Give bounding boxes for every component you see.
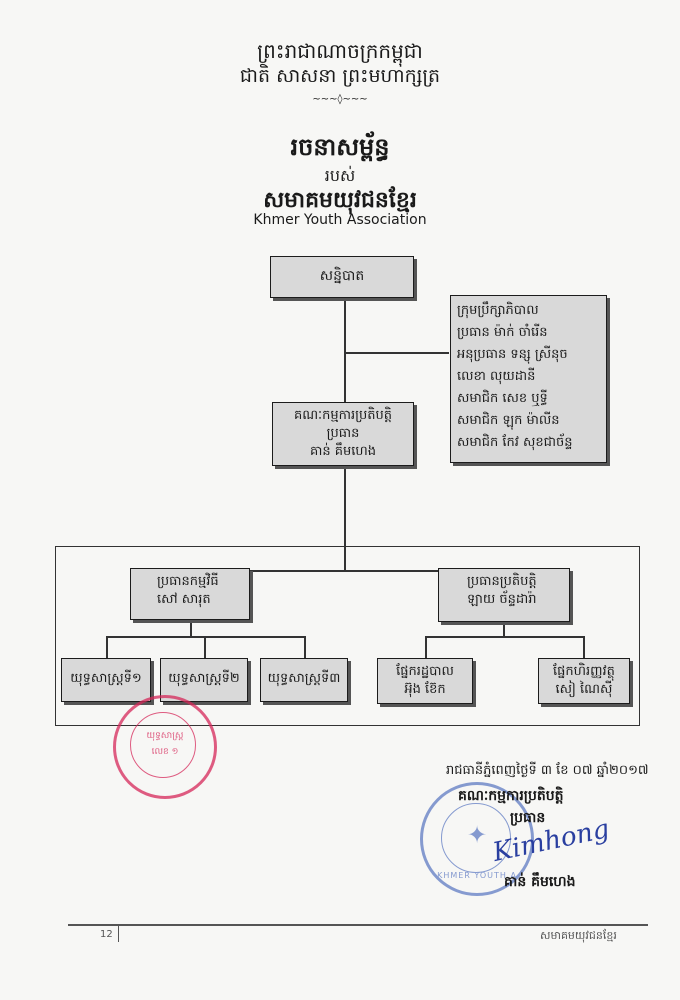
connector — [106, 636, 108, 658]
executive-committee-box: គណៈកម្មការប្រតិបត្តិ ប្រធាន គាន់ គឹមហេង — [272, 402, 414, 466]
signing-office: គណៈកម្មការប្រតិបត្តិ — [458, 788, 564, 804]
board-member: សមាជិក ឡុក ម៉ាលីន — [457, 413, 560, 428]
connector — [304, 636, 306, 658]
board-member: សមាជិក សេខ ឬទ្ធី — [457, 391, 548, 406]
connector — [344, 298, 346, 402]
operations-title: ប្រធានប្រតិបត្តិ — [467, 574, 537, 589]
red-stamp-text: យុទ្ធសាស្ត្រ — [146, 731, 184, 741]
kingdom-heading: ព្រះរាជាណាចក្រកម្ពុជា — [257, 39, 423, 63]
ornament-divider: ~~~◊~~~ — [312, 94, 368, 105]
document-title: រចនាសម្ព័ន្ធ — [290, 132, 390, 161]
connector — [344, 466, 346, 570]
footer-divider — [118, 926, 119, 942]
connector — [425, 636, 584, 638]
board-member: សមាជិក កែវ សុខជាច័ន្ទ — [457, 435, 573, 450]
connector — [250, 570, 438, 572]
program-name: សៅ សារុត — [157, 592, 211, 607]
operations-name: ឡាយ ច័ន្ទដារ៉ា — [467, 592, 537, 607]
connector — [190, 620, 192, 636]
red-stamp-number: លេខ ១ — [151, 747, 179, 757]
board-member: អនុប្រធាន ទន្សុ ស្រីនុច — [457, 347, 568, 362]
connector — [583, 636, 585, 658]
departments-frame — [55, 546, 640, 726]
footer-rule — [68, 924, 648, 926]
connector — [204, 636, 206, 658]
connector — [425, 636, 427, 658]
board-box: ក្រុមប្រឹក្សាភិបាល ប្រធាន ម៉ាក់ ចាំរើន អ… — [450, 295, 607, 463]
strategy-2-box: យុទ្ធសាស្ត្រទី២ — [160, 658, 248, 702]
strategy-label: យុទ្ធសាស្ត្រទី៣ — [267, 671, 341, 686]
blue-stamp: KHMER YOUTH A ✦ — [420, 782, 534, 896]
emblem-icon: ✦ — [466, 821, 488, 849]
motto-heading: ជាតិ សាសនា ព្រះមហាក្សត្រ — [239, 65, 441, 87]
admin-title: ផ្នែករដ្ឋបាល — [396, 664, 454, 679]
operations-director-box: ប្រធានប្រតិបត្តិ ឡាយ ច័ន្ទដារ៉ា — [438, 568, 570, 622]
red-stamp: យុទ្ធសាស្ត្រ លេខ ១ — [113, 695, 217, 799]
blue-stamp-text: KHMER YOUTH A — [437, 871, 517, 880]
organization-name: សមាគមយុវជនខ្មែរ — [263, 187, 417, 213]
strategy-3-box: យុទ្ធសាស្ត្រទី៣ — [260, 658, 348, 702]
admin-name: អ៊ុង ខ៊ែក — [404, 682, 446, 697]
signatory-name: គាន់ គឹមហេង — [504, 874, 576, 890]
admin-box: ផ្នែករដ្ឋបាល អ៊ុង ខ៊ែក — [377, 658, 473, 704]
signing-role: ប្រធាន — [510, 810, 546, 826]
organization-latin-name: Khmer Youth Association — [253, 212, 427, 228]
exec-name: គាន់ គឹមហេង — [309, 444, 377, 459]
strategy-label: យុទ្ធសាស្ត្រទី២ — [168, 671, 240, 686]
title-of: របស់ — [324, 166, 356, 185]
program-director-box: ប្រធានកម្មវិធី សៅ សារុត — [130, 568, 250, 620]
exec-title: គណៈកម្មការប្រតិបត្តិ — [294, 408, 392, 423]
congress-box: សន្និបាត — [270, 256, 414, 298]
finance-box: ផ្នែកហិរញ្ញវត្ថុ សៀ ណៃស៊ី — [538, 658, 630, 704]
exec-role: ប្រធាន — [326, 426, 360, 441]
board-member: លេខា លុយដានី — [457, 369, 536, 384]
board-member: ប្រធាន ម៉ាក់ ចាំរើន — [457, 325, 548, 340]
connector — [345, 352, 449, 354]
finance-name: សៀ ណៃស៊ី — [555, 682, 613, 697]
board-title: ក្រុមប្រឹក្សាភិបាល — [457, 303, 539, 318]
program-title: ប្រធានកម្មវិធី — [157, 574, 219, 589]
strategy-label: យុទ្ធសាស្ត្រទី១ — [70, 671, 142, 686]
signing-date: រាជធានីភ្នំពេញថ្ងៃទី ៣ ខែ ០៧ ឆ្នាំ២០១៧ — [446, 763, 649, 778]
footer-org: សមាគមយុវជនខ្មែរ — [540, 929, 617, 942]
connector — [503, 622, 505, 636]
strategy-1-box: យុទ្ធសាស្ត្រទី១ — [61, 658, 151, 702]
congress-label: សន្និបាត — [319, 268, 365, 284]
page-number: 12 — [100, 929, 113, 940]
finance-title: ផ្នែកហិរញ្ញវត្ថុ — [553, 664, 615, 679]
